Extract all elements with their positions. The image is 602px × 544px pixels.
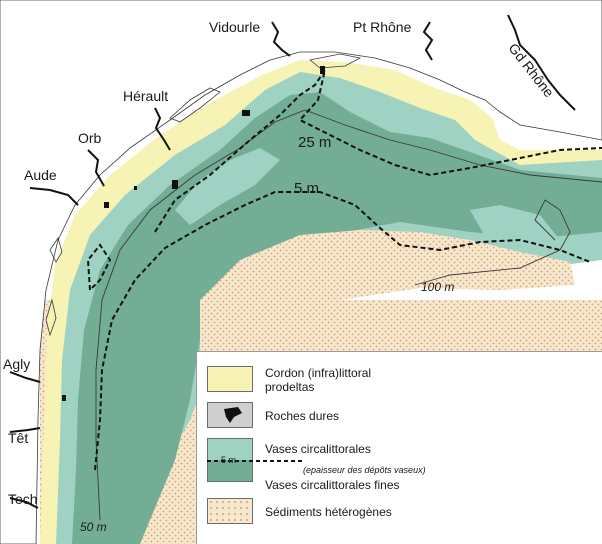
- isobath-label-50m: 50 m: [80, 520, 107, 534]
- legend-text-line-label: 5 m: [221, 455, 237, 465]
- isobath-label-100m: 100 m: [421, 280, 455, 294]
- river-label-orb: Orb: [78, 130, 102, 146]
- rock-icon: [224, 407, 242, 423]
- river-label-tet: Têt: [8, 430, 29, 446]
- legend-text-vases-fines: Vases circalittorales fines: [265, 478, 400, 492]
- lagoon: [49, 237, 63, 263]
- legend-swatch-cordon: [207, 366, 253, 392]
- river-label-vidourle: Vidourle: [209, 19, 261, 35]
- mud-patch: [175, 148, 280, 225]
- lagoon: [45, 298, 57, 337]
- river-label-herault: Hérault: [123, 88, 169, 104]
- mud-patch-east: [470, 205, 560, 250]
- river-label-tech: Tech: [8, 491, 38, 507]
- thickness-5m-line: [94, 191, 591, 471]
- legend-dash-line: [207, 460, 303, 462]
- legend-text-roches: Roches dures: [265, 409, 340, 423]
- map-legend: Cordon (infra)littoral prodeltas Roches …: [196, 351, 602, 544]
- legend-text-cordon-1: Cordon (infra)littoral: [265, 366, 372, 380]
- legend-text-line-note: (epaisseur des dépôts vaseux): [303, 465, 426, 475]
- thickness-25m-line: [86, 69, 602, 293]
- isobath-100m-line: [95, 109, 602, 521]
- legend-swatch-roches: [207, 402, 253, 428]
- isobath-label-5m: 5 m: [294, 180, 320, 197]
- heterogeneous-patch: [200, 230, 575, 380]
- river-lines: [9, 14, 576, 509]
- river-label-pt-rhone: Pt Rhône: [353, 19, 412, 35]
- legend-text-vases: Vases circalittorales: [265, 442, 371, 456]
- hard-rocks: [62, 66, 325, 401]
- river-label-agly: Agly: [3, 356, 31, 372]
- lagoon: [309, 53, 362, 69]
- legend-text-heterogenes: Sédiments hétérogènes: [265, 505, 392, 519]
- river-label-aude: Aude: [24, 167, 57, 183]
- legend-swatch-heterogenes: [207, 498, 253, 524]
- isobath-label-25m: 25 m: [298, 134, 332, 151]
- lagoon: [169, 87, 221, 123]
- legend-text-cordon-2: prodeltas: [265, 380, 315, 394]
